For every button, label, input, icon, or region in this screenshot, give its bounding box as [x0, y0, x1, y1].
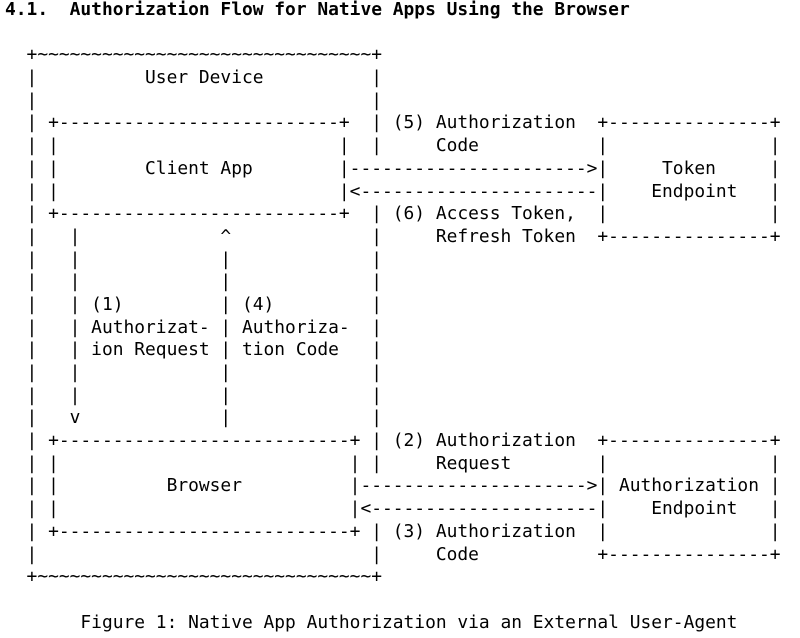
- rfc-section: 4.1. Authorization Flow for Native Apps …: [5, 0, 781, 634]
- diagram-line: | | | |: [5, 271, 382, 293]
- client-app-to-token-arrow: | | Client App |---------------------->|…: [5, 157, 781, 179]
- diagram-line: | | | | Code | |: [5, 135, 781, 157]
- authorization-flow-diagram: +~~~~~~~~~~~~~~~~~~~~~~~~~~~~~~~+ | User…: [5, 44, 781, 589]
- diagram-line: | | | |: [5, 384, 382, 406]
- browser-box-top: | +---------------------------+ | (2) Au…: [5, 430, 781, 452]
- diagram-line: | | | | Request | |: [5, 452, 781, 474]
- section-title: 4.1. Authorization Flow for Native Apps …: [5, 0, 630, 20]
- client-app-box-bottom: | +--------------------------+ | (6) Acc…: [5, 203, 781, 225]
- step-labels: | | ion Request | tion Code |: [5, 339, 382, 361]
- user-device-box-bottom: +~~~~~~~~~~~~~~~~~~~~~~~~~~~~~~~+: [5, 566, 382, 588]
- user-device-label: | User Device |: [5, 67, 382, 89]
- authorization-to-browser-arrow: | | |<---------------------| Endpoint |: [5, 498, 781, 520]
- user-device-box-top: +~~~~~~~~~~~~~~~~~~~~~~~~~~~~~~~+: [5, 44, 382, 66]
- blank-line: [5, 22, 781, 45]
- step-labels: | | (1) | (4) |: [5, 293, 382, 315]
- diagram-line: | | | |: [5, 362, 382, 383]
- token-to-client-app-arrow: | | |<----------------------| Endpoint |: [5, 180, 781, 202]
- diagram-line: | | | |: [5, 248, 382, 270]
- diagram-line: | v | |: [5, 407, 382, 429]
- diagram-line: | | ^ | Refresh Token +---------------+: [5, 225, 781, 247]
- browser-box-bottom: | +---------------------------+ | (3) Au…: [5, 520, 781, 542]
- browser-to-authorization-arrow: | | Browser |--------------------->| Aut…: [5, 475, 781, 497]
- diagram-line: | | Code +---------------+: [5, 543, 781, 565]
- blank-line: [5, 589, 781, 612]
- diagram-line: | |: [5, 89, 382, 111]
- step-labels: | | Authorizat- | Authoriza- |: [5, 316, 382, 338]
- client-app-box-top: | +--------------------------+ | (5) Aut…: [5, 112, 781, 134]
- figure-caption: Figure 1: Native App Authorization via a…: [5, 611, 738, 633]
